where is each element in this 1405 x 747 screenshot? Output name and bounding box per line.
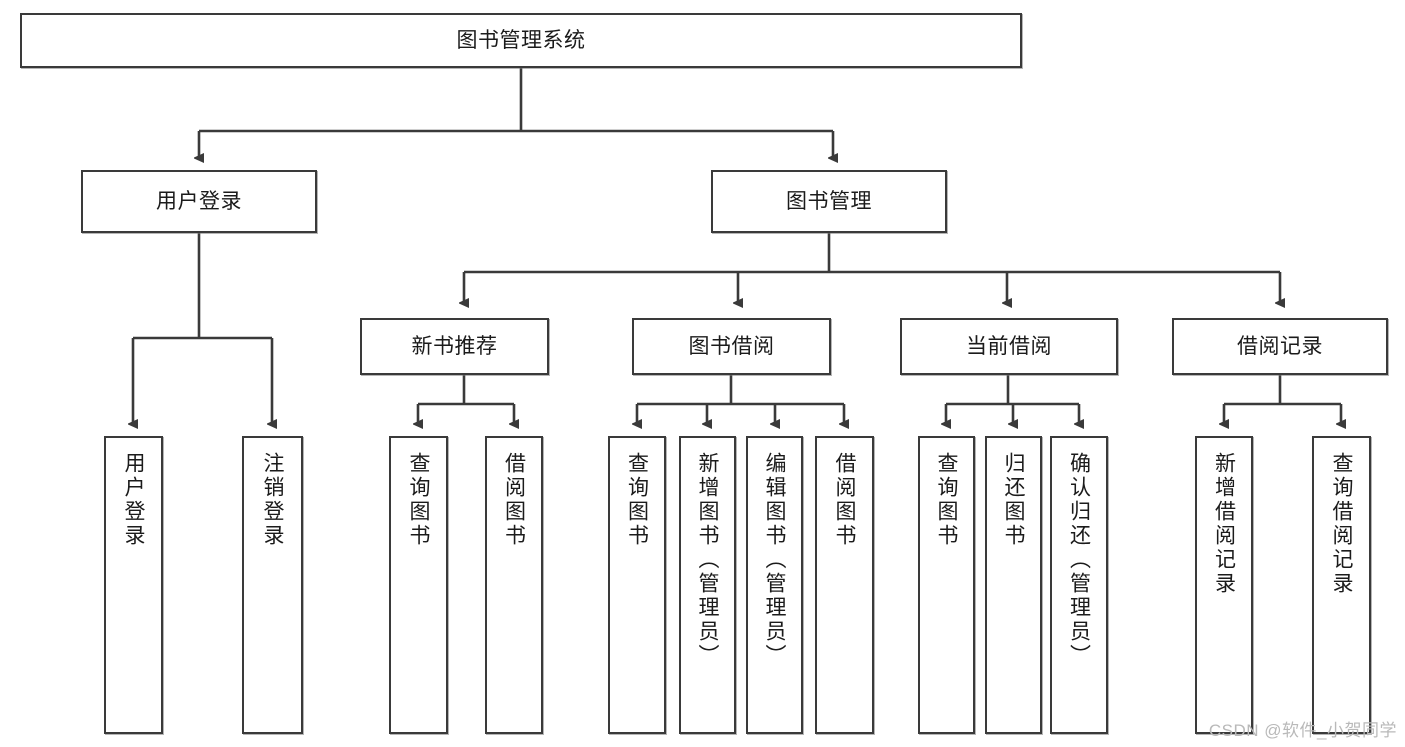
node-user-login-label: 用户登录 bbox=[156, 189, 242, 213]
node-user-login[interactable]: 用户登录 bbox=[81, 170, 317, 233]
node-borrow-record[interactable]: 借阅记录 bbox=[1172, 318, 1388, 375]
leaf-add-book-admin-label: 新增图书（管理员） bbox=[696, 452, 719, 668]
leaf-current-query-book[interactable]: 查询图书 bbox=[918, 436, 975, 734]
leaf-user-login-label: 用户登录 bbox=[122, 452, 145, 548]
node-book-borrow-label: 图书借阅 bbox=[688, 334, 775, 358]
leaf-query-borrow-record-label: 查询借阅记录 bbox=[1330, 452, 1353, 596]
node-root-label: 图书管理系统 bbox=[456, 28, 586, 52]
leaf-user-logout[interactable]: 注销登录 bbox=[242, 436, 303, 734]
leaf-return-book[interactable]: 归还图书 bbox=[985, 436, 1042, 734]
leaf-user-login[interactable]: 用户登录 bbox=[104, 436, 163, 734]
node-root[interactable]: 图书管理系统 bbox=[20, 13, 1022, 68]
leaf-edit-book-admin-label: 编辑图书（管理员） bbox=[763, 452, 786, 668]
node-book-management[interactable]: 图书管理 bbox=[711, 170, 947, 233]
leaf-return-book-label: 归还图书 bbox=[1002, 452, 1025, 548]
leaf-newbook-query-book[interactable]: 查询图书 bbox=[389, 436, 448, 734]
node-current-borrow-label: 当前借阅 bbox=[966, 334, 1052, 358]
leaf-borrow-query-book-label: 查询图书 bbox=[625, 452, 649, 548]
leaf-borrow-query-book[interactable]: 查询图书 bbox=[608, 436, 666, 734]
node-borrow-record-label: 借阅记录 bbox=[1237, 334, 1323, 358]
leaf-current-query-book-label: 查询图书 bbox=[935, 452, 958, 548]
leaf-borrow-borrow-book-label: 借阅图书 bbox=[833, 452, 856, 548]
leaf-add-borrow-record-label: 新增借阅记录 bbox=[1212, 452, 1236, 596]
node-book-borrow[interactable]: 图书借阅 bbox=[632, 318, 831, 375]
leaf-confirm-return-admin-label: 确认归还（管理员） bbox=[1067, 452, 1091, 668]
leaf-add-borrow-record[interactable]: 新增借阅记录 bbox=[1195, 436, 1253, 734]
leaf-add-book-admin[interactable]: 新增图书（管理员） bbox=[679, 436, 736, 734]
leaf-borrow-borrow-book[interactable]: 借阅图书 bbox=[815, 436, 874, 734]
leaf-newbook-borrow-book[interactable]: 借阅图书 bbox=[485, 436, 543, 734]
leaf-newbook-query-book-label: 查询图书 bbox=[407, 452, 430, 548]
node-new-book-recommend-label: 新书推荐 bbox=[411, 334, 498, 358]
node-new-book-recommend[interactable]: 新书推荐 bbox=[360, 318, 549, 375]
leaf-user-logout-label: 注销登录 bbox=[261, 452, 284, 548]
leaf-newbook-borrow-book-label: 借阅图书 bbox=[502, 452, 526, 548]
leaf-query-borrow-record[interactable]: 查询借阅记录 bbox=[1312, 436, 1371, 734]
node-current-borrow[interactable]: 当前借阅 bbox=[900, 318, 1118, 375]
node-book-management-label: 图书管理 bbox=[786, 189, 872, 213]
leaf-confirm-return-admin[interactable]: 确认归还（管理员） bbox=[1050, 436, 1108, 734]
leaf-edit-book-admin[interactable]: 编辑图书（管理员） bbox=[746, 436, 803, 734]
